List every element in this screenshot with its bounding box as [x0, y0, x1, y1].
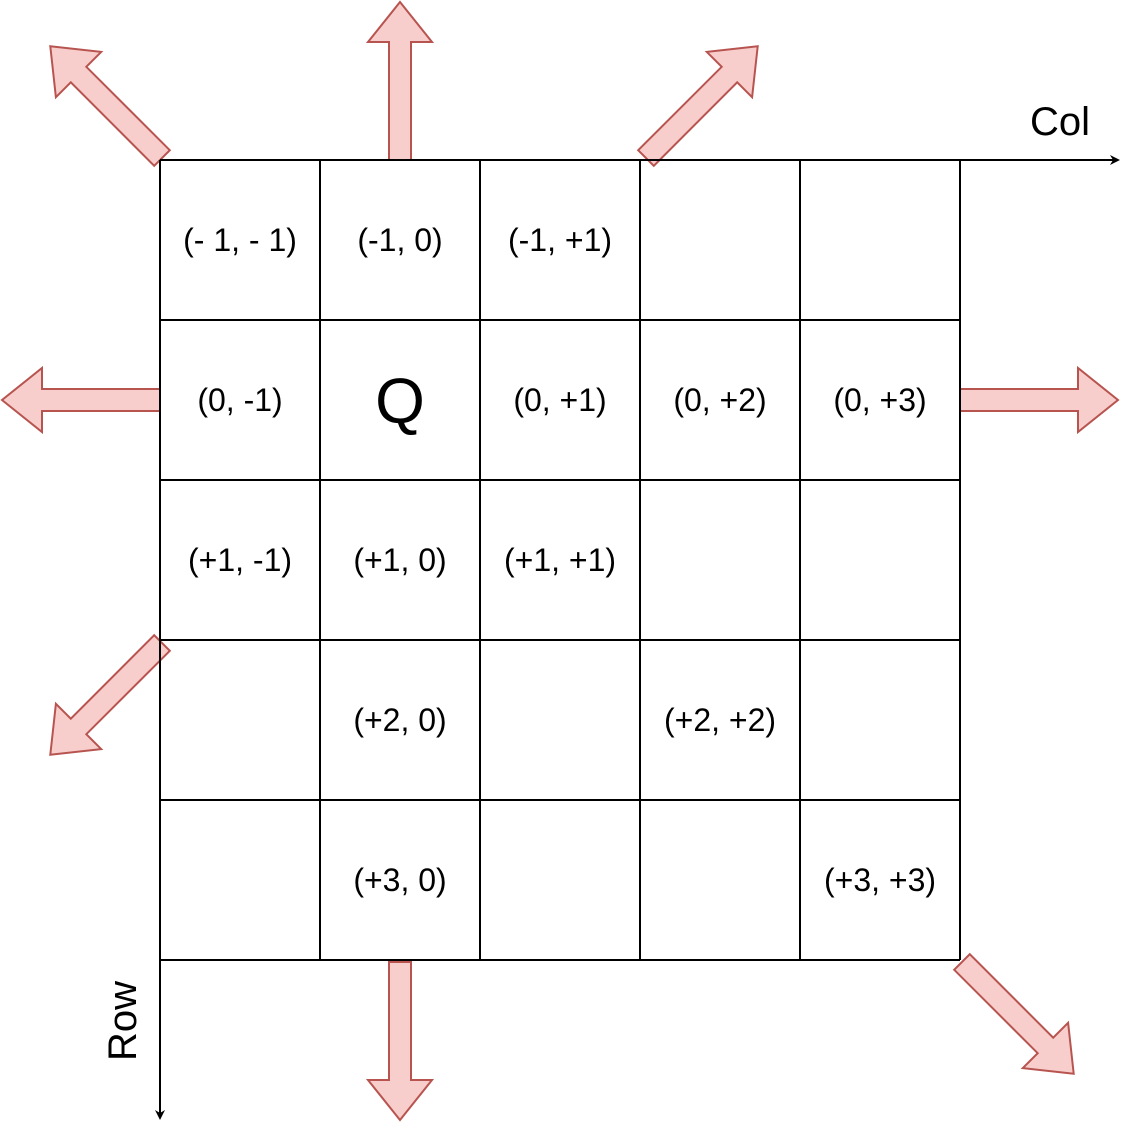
cell-label: (0, -1) — [197, 382, 282, 418]
cell-label: (+1, +1) — [504, 542, 616, 578]
cell-label: (0, +3) — [833, 382, 926, 418]
axes: Col Row — [101, 100, 1120, 1120]
arrow-up-icon — [365, 0, 435, 161]
cell-label: (+2, 0) — [353, 702, 446, 738]
cell-label: (+2, +2) — [664, 702, 776, 738]
cell-label: (+1, -1) — [188, 542, 292, 578]
cell-label: (+3, +3) — [824, 862, 936, 898]
cell-label: (-1, 0) — [357, 222, 442, 258]
row-axis-label: Row — [101, 981, 145, 1061]
arrow-down-icon — [365, 961, 435, 1122]
arrow-up-left-icon — [49, 45, 172, 168]
arrow-up-right-icon — [636, 45, 759, 168]
arrow-down-left-icon — [49, 633, 172, 756]
cell-label: (+3, 0) — [353, 862, 446, 898]
cell-label: (0, +2) — [673, 382, 766, 418]
cell-label: (- 1, - 1) — [183, 222, 297, 258]
col-axis-label: Col — [1030, 100, 1090, 144]
queen-label: Q — [375, 365, 425, 437]
arrow-down-right-icon — [952, 952, 1075, 1075]
arrow-right-icon — [959, 365, 1120, 435]
cell-label: (+1, 0) — [353, 542, 446, 578]
board-cells: (- 1, - 1) (-1, 0) (-1, +1) (0, -1) (0, +1) (… — [183, 222, 936, 898]
cell-label: (0, +1) — [513, 382, 606, 418]
direction-arrows — [0, 0, 1120, 1122]
arrow-left-icon — [0, 365, 161, 435]
cell-label: (-1, +1) — [508, 222, 612, 258]
